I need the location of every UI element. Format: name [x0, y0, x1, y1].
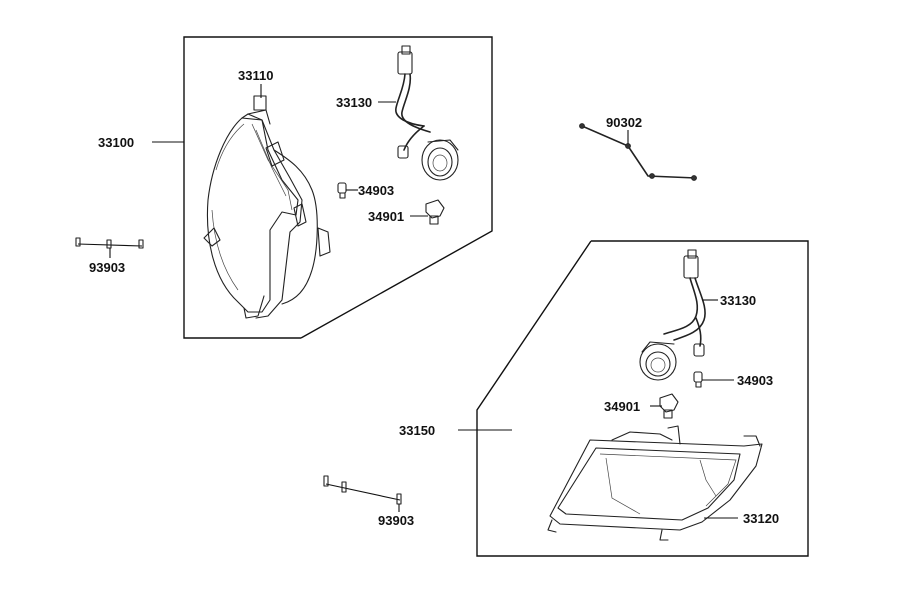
label-93903-left: 93903 — [89, 260, 125, 275]
label-34901-bottom: 34901 — [604, 399, 640, 414]
label-34903-bottom: 34903 — [737, 373, 773, 388]
headlight-lens-right — [547, 425, 763, 541]
bulb-small-top — [337, 182, 347, 199]
label-33110: 33110 — [238, 68, 273, 83]
label-34901-top: 34901 — [368, 209, 404, 224]
wire-harness-top — [395, 45, 459, 181]
housing-tab-top — [253, 95, 267, 111]
frame-top-assembly — [183, 36, 493, 339]
leaders-top — [109, 84, 629, 258]
label-33150: 33150 — [399, 423, 435, 438]
bracket-90302 — [579, 123, 697, 181]
headlight-housing-left — [203, 95, 331, 319]
label-33130-top: 33130 — [336, 95, 372, 110]
housing-tab-left — [203, 227, 221, 247]
label-34903-top: 34903 — [358, 183, 394, 198]
label-33130-bottom: 33130 — [720, 293, 756, 308]
screws-bottom — [323, 475, 402, 505]
bulb-large-bottom — [659, 393, 679, 419]
label-33120: 33120 — [743, 511, 779, 526]
label-33100: 33100 — [98, 135, 134, 150]
leaders-bottom — [398, 299, 738, 519]
bulb-small-bottom — [693, 371, 703, 388]
bulb-large-top — [425, 199, 445, 225]
housing-tab-right — [317, 227, 331, 257]
screws-left — [75, 237, 144, 249]
wire-harness-bottom — [639, 249, 706, 381]
label-90302: 90302 — [606, 115, 642, 130]
frame-bottom-assembly — [476, 240, 809, 557]
label-93903-bottom: 93903 — [378, 513, 414, 528]
